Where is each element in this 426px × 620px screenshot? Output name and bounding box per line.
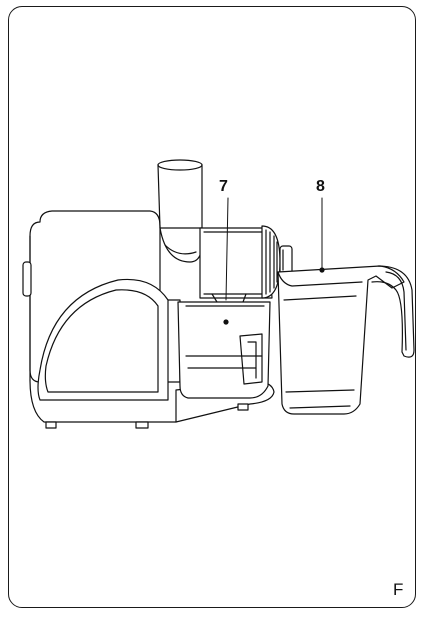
callout-label-8: 8 — [316, 178, 325, 195]
figure-letter: F — [393, 580, 404, 599]
pulp-container — [177, 197, 271, 399]
page-frame — [8, 6, 416, 608]
feed-chute — [157, 159, 203, 263]
juicing-housing — [199, 225, 293, 311]
juice-jug — [277, 197, 415, 415]
callout-label-7: 7 — [219, 178, 228, 195]
